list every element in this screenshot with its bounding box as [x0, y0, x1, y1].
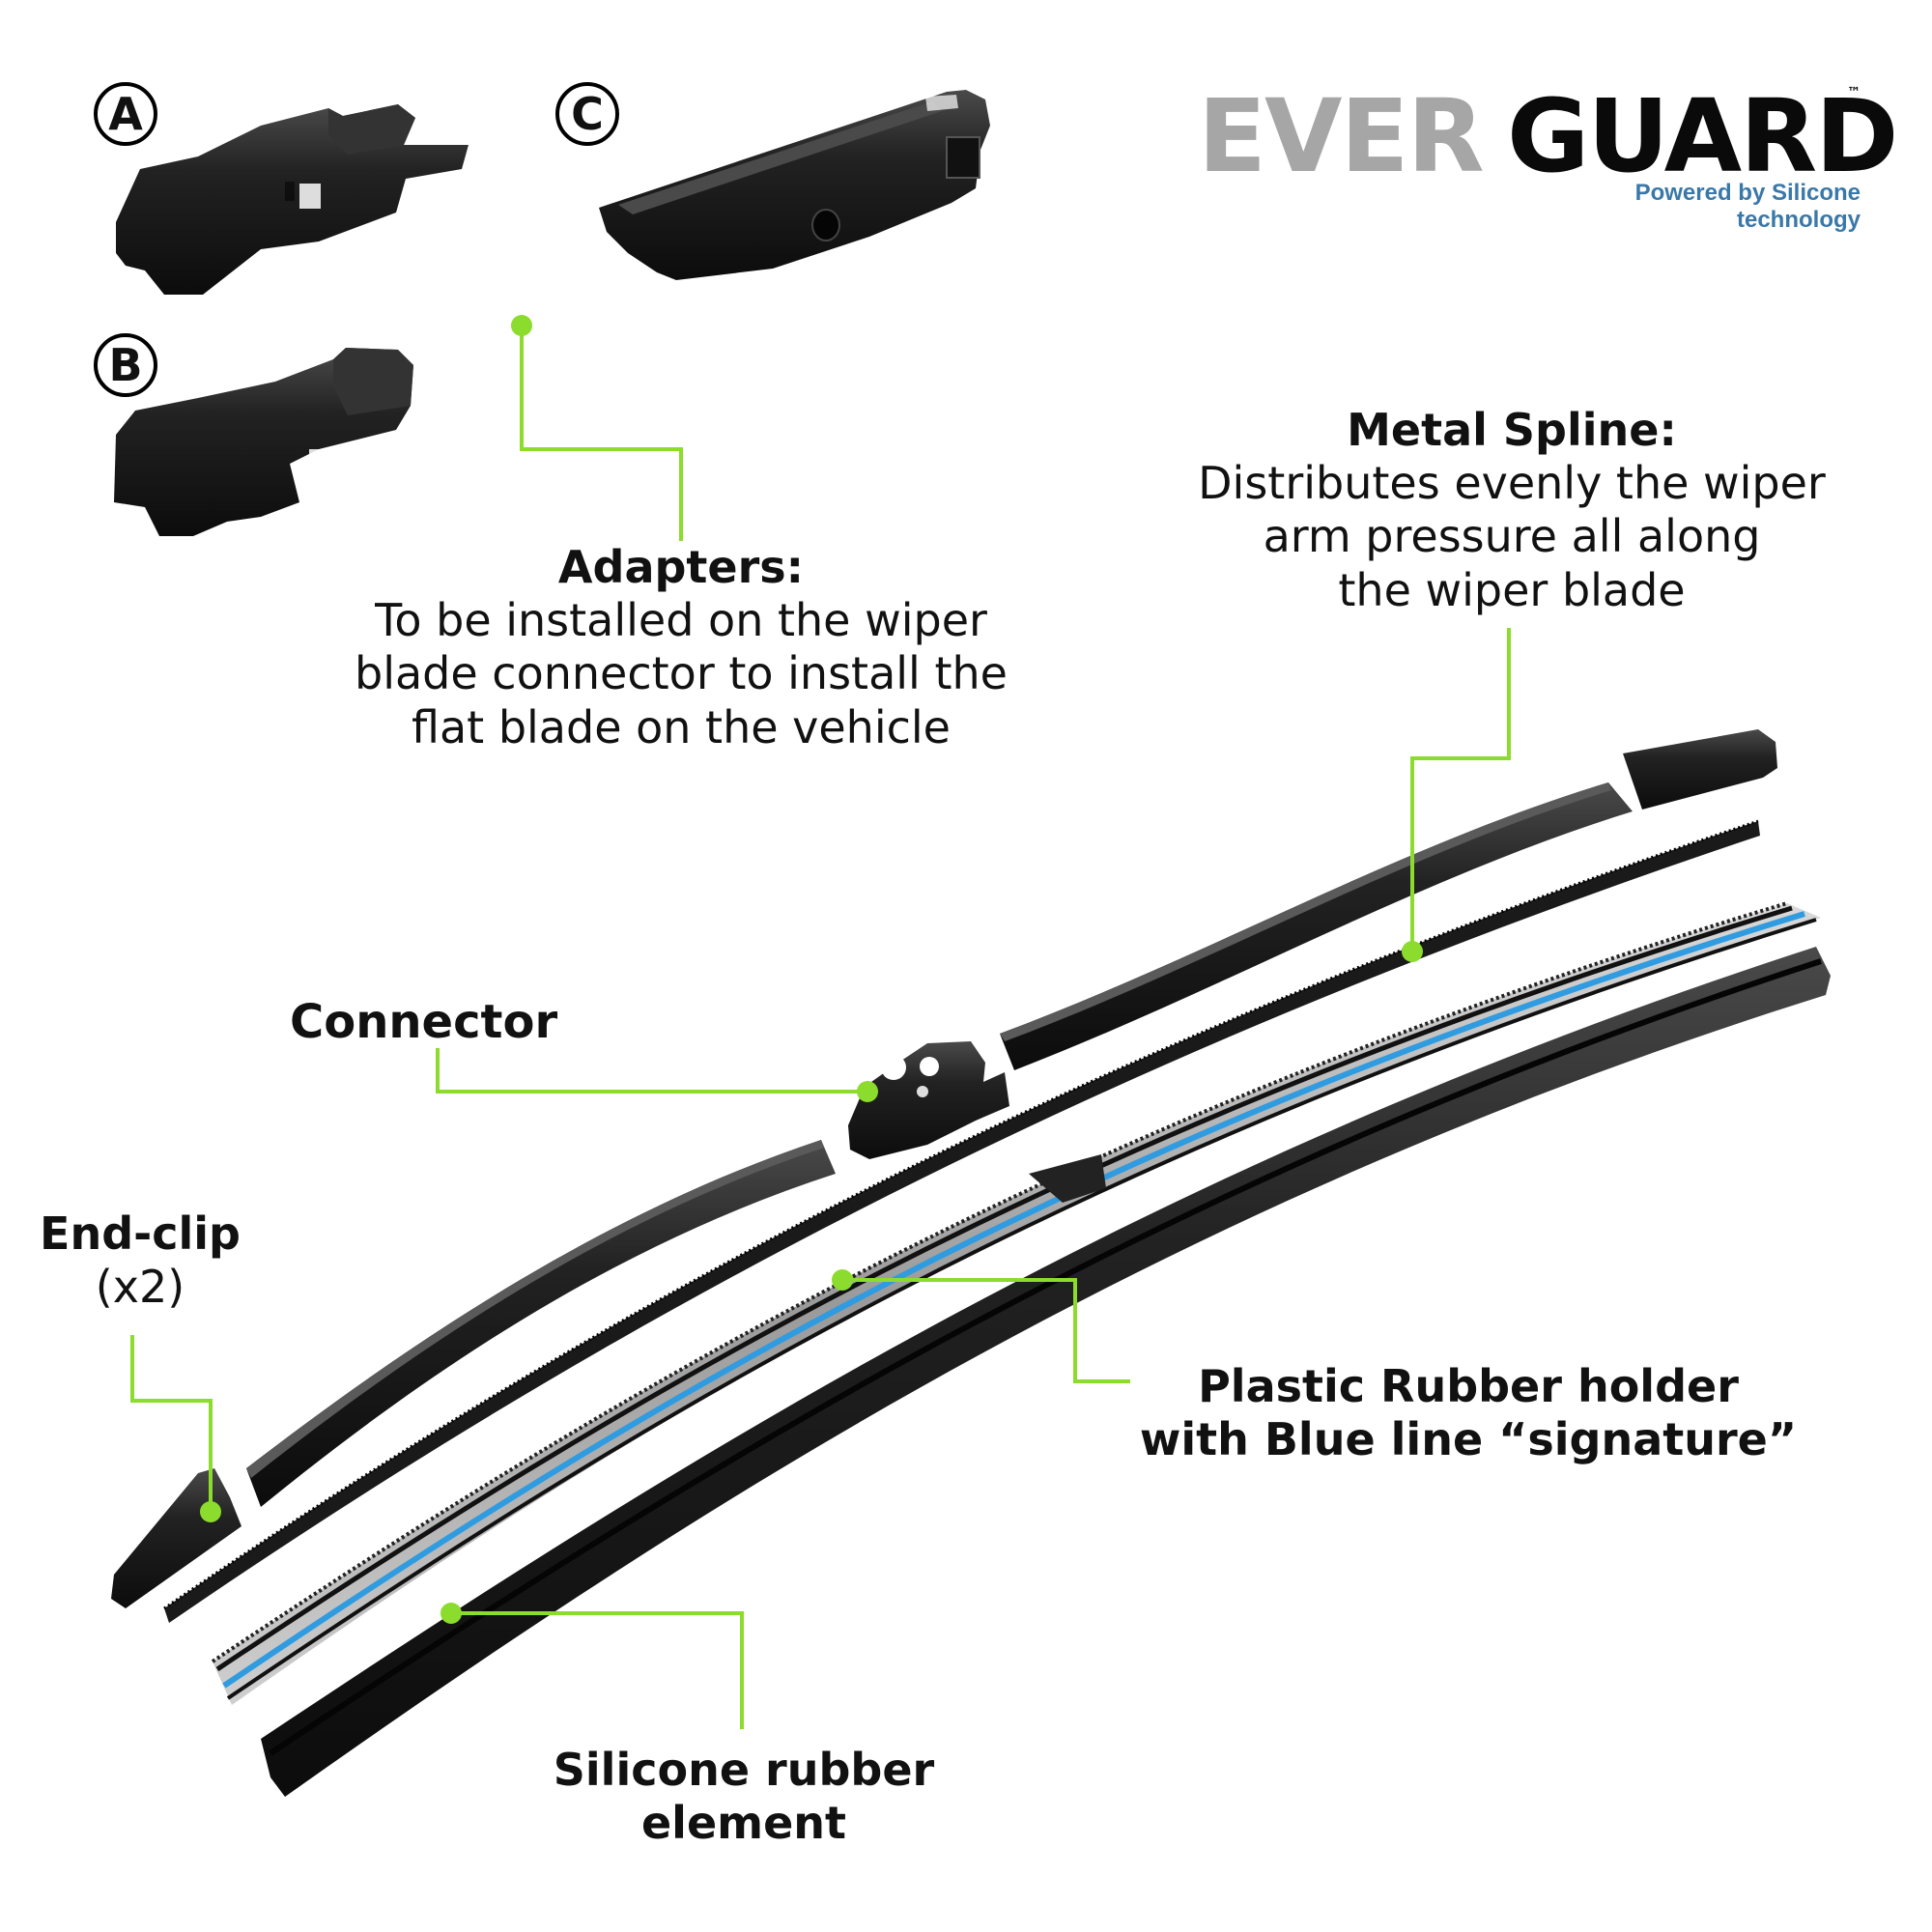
silicone-rubber-callout: Silicone rubber element	[502, 1744, 985, 1850]
metal-spline-dot	[1402, 941, 1423, 962]
adapters-line-3: flat blade on the vehicle	[412, 700, 951, 753]
adapter-c-part	[599, 90, 990, 280]
metal-spline-part	[163, 819, 1760, 1623]
plastic-holder-line-1: Plastic Rubber holder	[1198, 1360, 1739, 1412]
metal-spline-line-2: arm pressure all along	[1263, 510, 1761, 563]
plastic-holder-callout: Plastic Rubber holder with Blue line “si…	[1101, 1360, 1835, 1466]
adapters-leader	[520, 326, 683, 541]
everguard-logo: EVER GUARD ™ Powered by Silicone technol…	[1198, 77, 1899, 233]
metal-spline-title: Metal Spline:	[1347, 404, 1677, 456]
adapters-line-2: blade connector to install the	[355, 647, 1008, 700]
end-clip-right-part	[1623, 729, 1777, 810]
adapters-callout: Adapters: To be installed on the wiper b…	[261, 541, 1101, 754]
end-clip-title: End-clip	[40, 1208, 241, 1260]
metal-spline-line-3: the wiper blade	[1338, 563, 1686, 616]
silicone-rubber-part	[261, 947, 1831, 1797]
adapter-c-badge: C	[555, 82, 619, 146]
silicone-rubber-dot	[440, 1603, 462, 1624]
end-clip-dot	[200, 1501, 221, 1522]
adapter-a-letter: A	[108, 88, 143, 140]
connector-dot	[857, 1081, 878, 1102]
adapters-dot	[511, 315, 532, 336]
silicone-rubber-line-2: element	[640, 1797, 847, 1850]
adapter-a-badge: A	[94, 82, 157, 146]
connector-part	[848, 1041, 1009, 1159]
adapter-a-part	[116, 104, 469, 295]
plastic-holder-dot	[832, 1269, 853, 1291]
adapter-b-letter: B	[108, 339, 143, 391]
adapter-b-part	[114, 348, 413, 536]
adapter-c-letter: C	[571, 88, 604, 140]
connector-leader	[436, 1048, 867, 1094]
plastic-holder-leader	[842, 1278, 1130, 1383]
plastic-holder-line-2: with Blue line “signature”	[1139, 1413, 1798, 1466]
blade-cover-right	[1000, 782, 1633, 1070]
end-clip-count: (x2)	[95, 1261, 185, 1314]
silicone-rubber-leader	[451, 1611, 744, 1729]
end-clip-left-part	[111, 1468, 242, 1608]
end-clip-leader	[130, 1335, 213, 1512]
adapters-title: Adapters:	[557, 541, 805, 593]
end-clip-callout: End-clip (x2)	[14, 1208, 266, 1314]
silicone-rubber-line-1: Silicone rubber	[553, 1744, 935, 1796]
metal-spline-callout: Metal Spline: Distributes evenly the wip…	[1121, 404, 1903, 617]
metal-spline-leader	[1410, 628, 1511, 952]
logo-ever-text: EVER	[1198, 77, 1485, 195]
blade-cover-left	[246, 1140, 836, 1507]
metal-spline-line-1: Distributes evenly the wiper	[1198, 457, 1826, 510]
logo-tagline: Powered by Silicone technology	[1634, 180, 1861, 233]
leader-dots	[200, 315, 1423, 1624]
adapter-b-badge: B	[94, 333, 157, 397]
logo-trademark: ™	[1847, 85, 1861, 100]
adapters-line-1: To be installed on the wiper	[375, 594, 987, 647]
logo-guard-text: GUARD	[1507, 77, 1899, 195]
connector-label: Connector	[290, 995, 558, 1049]
leader-lines	[130, 326, 1511, 1729]
